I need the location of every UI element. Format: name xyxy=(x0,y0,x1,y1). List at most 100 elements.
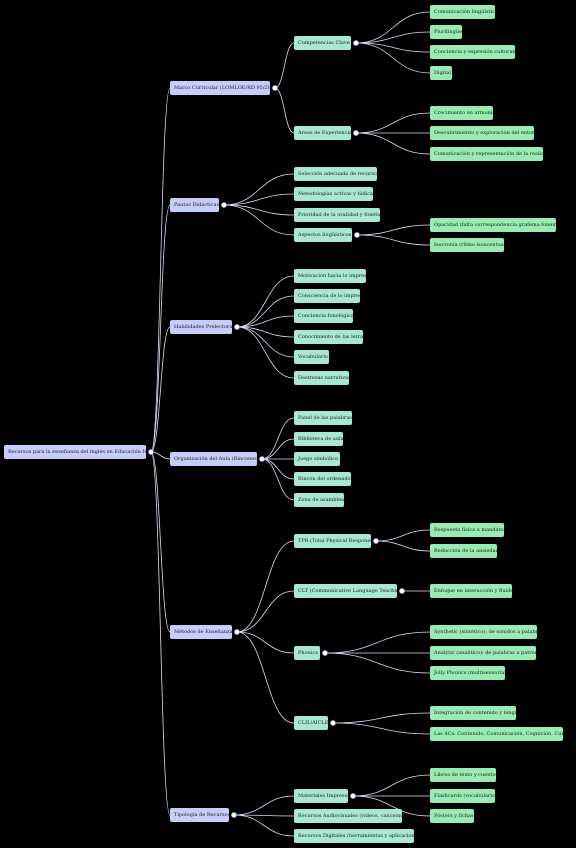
connector-edge xyxy=(236,275,295,328)
topic-destrezas-narrativas: Destrezas narrativas xyxy=(294,371,349,385)
connector-edge xyxy=(236,326,295,358)
topic-vocabulario: Vocabulario xyxy=(294,350,329,364)
connector-edge xyxy=(150,204,171,453)
topic-materiales-impresos: Materiales Impresos xyxy=(294,789,348,803)
leaf-integracion-de-contenido-y-lengua: Integración de contenido y lengua xyxy=(430,706,516,720)
leaf-synthetic-sintetico-de-sonidos-a-palabra: Synthetic (sintético): de sonidos a pala… xyxy=(430,625,537,639)
topic-zona-de-asamblea: Zona de asamblea xyxy=(294,493,344,507)
branch-metodos-de-ensenanza: Métodos de Enseñanza xyxy=(170,625,232,639)
collapse-toggle[interactable] xyxy=(231,812,237,818)
branch-habilidades-prelectoras: Habilidades Prelectoras xyxy=(170,320,232,334)
connector-edge xyxy=(355,112,431,134)
connector-edge xyxy=(356,224,431,236)
connector-edge xyxy=(236,631,295,724)
topic-consciencia-de-lo-impreso: Consciencia de lo impreso xyxy=(294,289,360,303)
connector-edge xyxy=(355,11,431,44)
leaf-crecimiento-en-armonia: Crecimiento en armonía xyxy=(430,106,493,120)
connector-edge xyxy=(324,631,431,654)
topic-recursos-audiovisuales-videos-canciones: Recursos Audiovisuales (vídeos, cancione… xyxy=(294,809,402,823)
connector-edge xyxy=(150,326,171,453)
collapse-toggle[interactable] xyxy=(272,85,278,91)
connector-edge xyxy=(261,417,295,460)
collapse-toggle[interactable] xyxy=(353,40,359,46)
connector-edge xyxy=(355,42,431,53)
connector-edge xyxy=(261,458,295,480)
collapse-toggle[interactable] xyxy=(259,456,265,462)
leaf-descubrimiento-y-exploracion-del-entorno: Descubrimiento y exploración del entorno xyxy=(430,126,534,140)
connector-edge xyxy=(375,540,431,552)
topic-tpr-total-physical-response: TPR (Total Physical Response) xyxy=(294,534,371,548)
leaf-digital: Digital xyxy=(430,66,452,80)
connector-edge xyxy=(332,722,431,735)
topic-juego-simbolico: Juego simbólico xyxy=(294,452,340,466)
topic-motivacion-hacia-lo-impreso: Motivación hacia lo impreso xyxy=(294,269,366,283)
collapse-toggle[interactable] xyxy=(354,232,360,238)
branch-pautas-didacticas: Pautas Didácticas xyxy=(170,198,219,212)
topic-panel-de-las-palabras: Panel de las palabras xyxy=(294,411,352,425)
topic-phonics: Phonics xyxy=(294,646,320,660)
leaf-comunicacion-linguistica: Comunicación lingüística xyxy=(430,5,495,19)
connector-edge xyxy=(236,295,295,328)
leaf-flashcards-vocabulario: Flashcards (vocabulario) xyxy=(430,789,495,803)
collapse-toggle[interactable] xyxy=(234,324,240,330)
collapse-toggle[interactable] xyxy=(148,449,154,455)
topic-recursos-digitales-herramientas-y-aplica: Recursos Digitales (herramientas y aplic… xyxy=(294,829,414,843)
collapse-toggle[interactable] xyxy=(221,202,227,208)
topic-biblioteca-de-aula: Biblioteca de aula xyxy=(294,432,343,446)
connector-edge xyxy=(223,173,295,206)
topic-seleccion-adecuada-de-recursos: Selección adecuada de recursos xyxy=(294,167,377,181)
topic-clt-communicative-language-teaching: CLT (Communicative Language Teaching) xyxy=(294,584,397,598)
leaf-opacidad-falta-correspondencia-grafema-f: Opacidad (falta correspondencia grafema-… xyxy=(430,218,556,232)
leaf-libros-de-texto-y-cuentos: Libros de texto y cuentos xyxy=(430,768,496,782)
leaf-jolly-phonics-multisensorial: Jolly Phonics (multisensorial) xyxy=(430,666,505,680)
connector-edge xyxy=(261,458,295,501)
connector-edge xyxy=(352,774,431,797)
connector-edge xyxy=(236,590,295,633)
connector-edge xyxy=(150,87,171,453)
connector-edge xyxy=(233,814,295,837)
connector-edge xyxy=(355,31,431,44)
connector-edge xyxy=(355,132,431,155)
collapse-toggle[interactable] xyxy=(322,650,328,656)
root-node: Recursos para la enseñanza del inglés en… xyxy=(4,445,146,459)
collapse-toggle[interactable] xyxy=(350,793,356,799)
branch-organizacion-del-aula-rincones: Organización del Aula (Rincones) xyxy=(170,452,257,466)
connector-edge xyxy=(352,795,431,817)
connector-edge xyxy=(274,42,295,89)
topic-rincon-del-ordenador: Rincón del ordenador xyxy=(294,472,351,486)
leaf-las-4cs-contenido-comunicacion-cognicion: Las 4Cs: Contenido, Comunicación, Cognic… xyxy=(430,727,563,741)
topic-conocimiento-de-las-letras: Conocimiento de las letras xyxy=(294,330,363,344)
connector-edge xyxy=(375,529,431,542)
collapse-toggle[interactable] xyxy=(373,538,379,544)
connector-edge xyxy=(355,42,431,74)
collapse-toggle[interactable] xyxy=(353,130,359,136)
topic-clil-aicle: CLIL/AICLE xyxy=(294,716,328,730)
topic-competencias-clave: Competencias Clave xyxy=(294,36,351,50)
connector-edge xyxy=(261,438,295,460)
branch-tipologia-de-recursos: Tipología de Recursos xyxy=(170,808,229,822)
connector-edge xyxy=(236,540,295,633)
connector-edge xyxy=(150,451,171,816)
connector-edge xyxy=(223,193,295,206)
connector-edge xyxy=(274,87,295,134)
leaf-respuesta-fisica-a-mandatos: Respuesta física a mandatos xyxy=(430,523,504,537)
topic-areas-de-experiencia: Áreas de Experiencia xyxy=(294,126,351,140)
connector-edge xyxy=(332,712,431,724)
leaf-analytic-analitico-de-palabras-a-patrone: Analytic (analítico): de palabras a patr… xyxy=(430,646,536,660)
collapse-toggle[interactable] xyxy=(330,720,336,726)
leaf-isocronia-ritmo-isoacentual: Isocronía (ritmo isoacentual) xyxy=(430,238,504,252)
connector-edge xyxy=(233,795,295,816)
leaf-plurilingue: Plurilingüe xyxy=(430,25,462,39)
collapse-toggle[interactable] xyxy=(234,629,240,635)
connector-edge xyxy=(356,234,431,246)
connector-edge xyxy=(236,315,295,328)
topic-metodologias-activas-y-ludicas: Metodologías activas y lúdicas xyxy=(294,187,373,201)
branch-marco-curricular-lomloe-rd-95-2022: Marco Curricular (LOMLOE/RD 95/2022) xyxy=(170,81,270,95)
connector-edge xyxy=(223,204,295,216)
topic-aspectos-linguisticos: Aspectos lingüísticos xyxy=(294,228,352,242)
leaf-enfoque-en-interaccion-y-fluidez: Enfoque en interacción y fluidez xyxy=(430,584,512,598)
collapse-toggle[interactable] xyxy=(399,588,405,594)
leaf-reduccion-de-la-ansiedad: Reducción de la ansiedad xyxy=(430,544,497,558)
